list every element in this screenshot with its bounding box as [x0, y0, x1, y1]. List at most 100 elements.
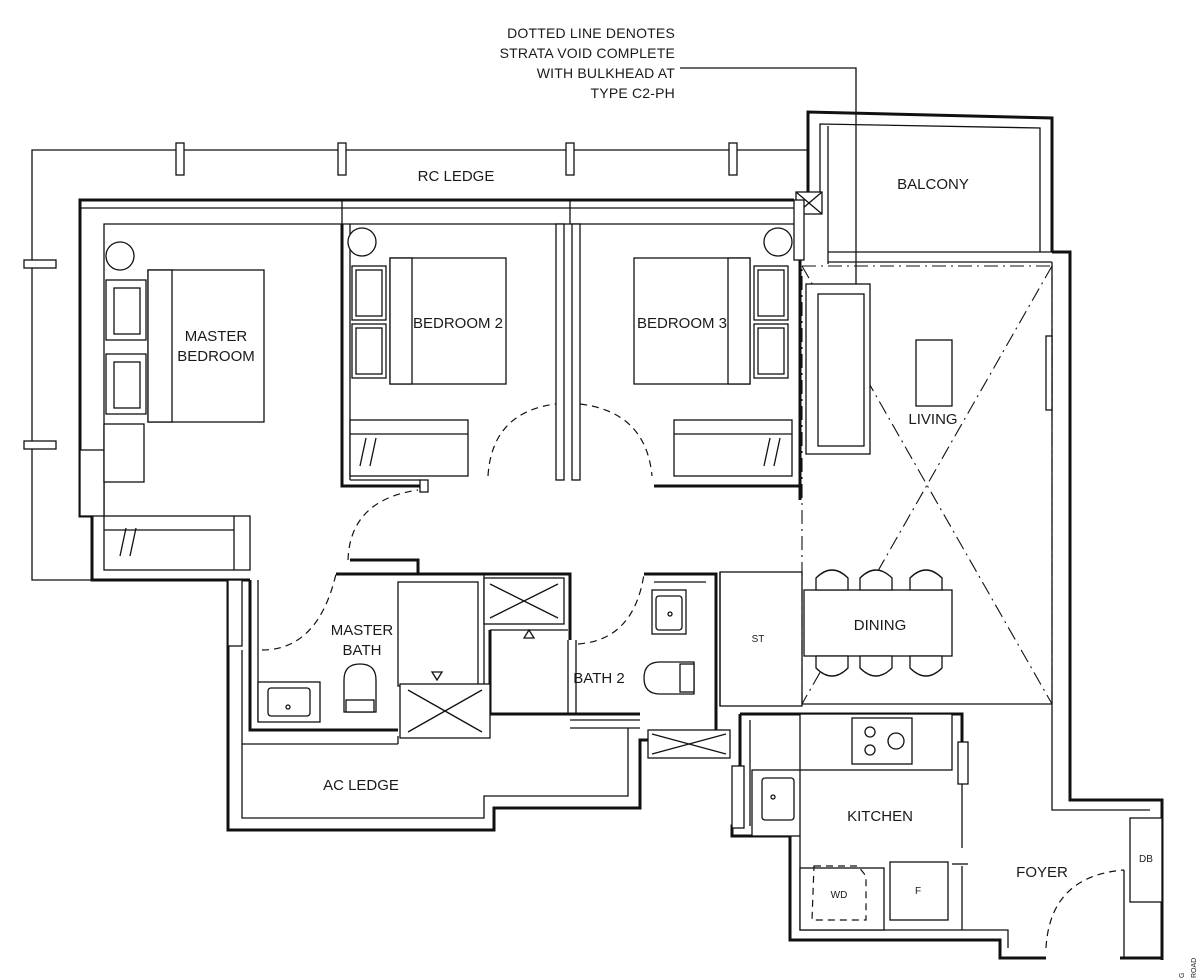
- hanger-icon: [359, 437, 377, 467]
- bedroom-divider-wall: [555, 223, 565, 481]
- bedroom2-west-wall: [340, 224, 420, 488]
- master-bedroom-label-2: BEDROOM: [177, 348, 255, 365]
- sink-drain-icon: [285, 704, 291, 710]
- bedroom3-wardrobe: [673, 419, 793, 477]
- bedroom2-door-swing: [487, 403, 557, 477]
- balcony-outer-wall: [806, 110, 1054, 252]
- door-stop: [419, 479, 429, 493]
- edge-text-right: ROAD: [1191, 958, 1198, 978]
- master-bath-label-1: MASTER: [331, 622, 394, 639]
- db-cabinet: [1129, 817, 1163, 903]
- note-line-3: WITH BULKHEAD AT: [537, 65, 676, 81]
- bath-top-wall: [418, 572, 572, 640]
- washer-dryer-label: WD: [831, 890, 848, 901]
- dining-chair: [815, 569, 849, 591]
- ac-ledge-window: [227, 579, 243, 647]
- plant-icon: [105, 241, 135, 271]
- dining-label: DINING: [854, 617, 907, 634]
- dining-chair: [909, 655, 943, 677]
- bedroom3-door-swing: [579, 403, 653, 477]
- plant-icon: [763, 227, 793, 257]
- dining-chair: [909, 569, 943, 591]
- master-shower-partition: [397, 581, 479, 687]
- note-line-1: DOTTED LINE DENOTES: [507, 25, 675, 41]
- toilet-tank-icon: [345, 699, 375, 713]
- shower-cross: [489, 583, 559, 619]
- bedroom3-bed-headboard: [727, 257, 751, 385]
- master-bath-label-2: BATH: [343, 642, 382, 659]
- bedroom2-wardrobe: [349, 419, 469, 477]
- db-label: DB: [1139, 854, 1153, 865]
- bath2-label: BATH 2: [573, 670, 624, 687]
- master-bed-headboard: [147, 269, 173, 423]
- bath2-door-swing: [577, 573, 645, 645]
- coffee-table: [915, 339, 953, 407]
- note-line-4: TYPE C2-PH: [591, 85, 675, 101]
- master-door-swing: [347, 489, 419, 561]
- note-leader-line: [680, 67, 857, 352]
- foyer-label: FOYER: [1016, 864, 1068, 881]
- ac-ledge-label: AC LEDGE: [323, 777, 399, 794]
- main-door-swing: [1045, 869, 1125, 949]
- master-wardrobe-end: [79, 449, 105, 517]
- bedroom2-label: BEDROOM 2: [413, 315, 503, 332]
- dining-chair: [859, 655, 893, 677]
- bedroom-divider-wall: [571, 223, 581, 481]
- sink-drain-icon: [770, 794, 776, 800]
- master-bath-door-swing: [261, 573, 337, 651]
- store-label: ST: [752, 634, 765, 645]
- bedroom3-label: BEDROOM 3: [637, 315, 727, 332]
- balcony-label: BALCONY: [897, 176, 969, 193]
- ledge-bracket: [565, 142, 575, 176]
- living-label: LIVING: [908, 411, 957, 428]
- note-line-2: STRATA VOID COMPLETE: [500, 45, 675, 61]
- hanger-icon: [119, 527, 137, 557]
- master-bedroom-label-1: MASTER: [185, 328, 248, 345]
- bedroom2-bed-headboard: [389, 257, 413, 385]
- ledge-bracket: [23, 259, 57, 269]
- bedside-table-inner: [757, 269, 785, 317]
- master-dresser: [103, 423, 145, 483]
- ledge-bracket: [337, 142, 347, 176]
- dining-chair: [859, 569, 893, 591]
- sink-drain-icon: [667, 611, 673, 617]
- edge-text-left: G: [1179, 973, 1186, 978]
- dining-chair: [815, 655, 849, 677]
- doors: [261, 403, 1125, 958]
- kitchen-window: [731, 765, 745, 829]
- rc-ledge-label: RC LEDGE: [418, 168, 495, 185]
- plant-icon: [347, 227, 377, 257]
- living-window: [1045, 335, 1053, 411]
- toilet-tank-icon: [679, 663, 695, 693]
- utility-cross: [651, 733, 727, 755]
- shower-drain-icon: [522, 628, 536, 639]
- burner-icon: [864, 744, 876, 756]
- kitchen-window-east: [957, 741, 969, 785]
- master-bath-west-wall: [248, 580, 398, 732]
- washer-dryer: [811, 865, 867, 921]
- master-wardrobe: [103, 515, 251, 571]
- sink-icon: [761, 777, 795, 821]
- ac-ledge-inner: [241, 650, 629, 819]
- burner-icon: [864, 726, 876, 738]
- balcony-inner-wall: [819, 123, 1041, 252]
- shower-drain-icon: [430, 671, 444, 682]
- kitchen-label: KITCHEN: [847, 808, 913, 825]
- shower-cross: [407, 689, 483, 733]
- sink-icon: [267, 687, 311, 717]
- bedside-table-inner: [355, 269, 383, 317]
- ledge-bracket: [728, 142, 738, 176]
- living-sofa-seat: [817, 293, 865, 447]
- furniture: [103, 227, 953, 931]
- burner-icon: [887, 732, 905, 750]
- bath2-top-wall: [644, 572, 718, 714]
- column: [793, 199, 805, 261]
- bedside-table-inner: [757, 327, 785, 375]
- bedside-table-inner: [113, 361, 141, 409]
- room-labels: RC LEDGE BALCONY MASTER BEDROOM BEDROOM …: [177, 168, 1153, 901]
- dining-table: [803, 589, 953, 657]
- ledge-bracket: [175, 142, 185, 176]
- store-room: [719, 571, 803, 707]
